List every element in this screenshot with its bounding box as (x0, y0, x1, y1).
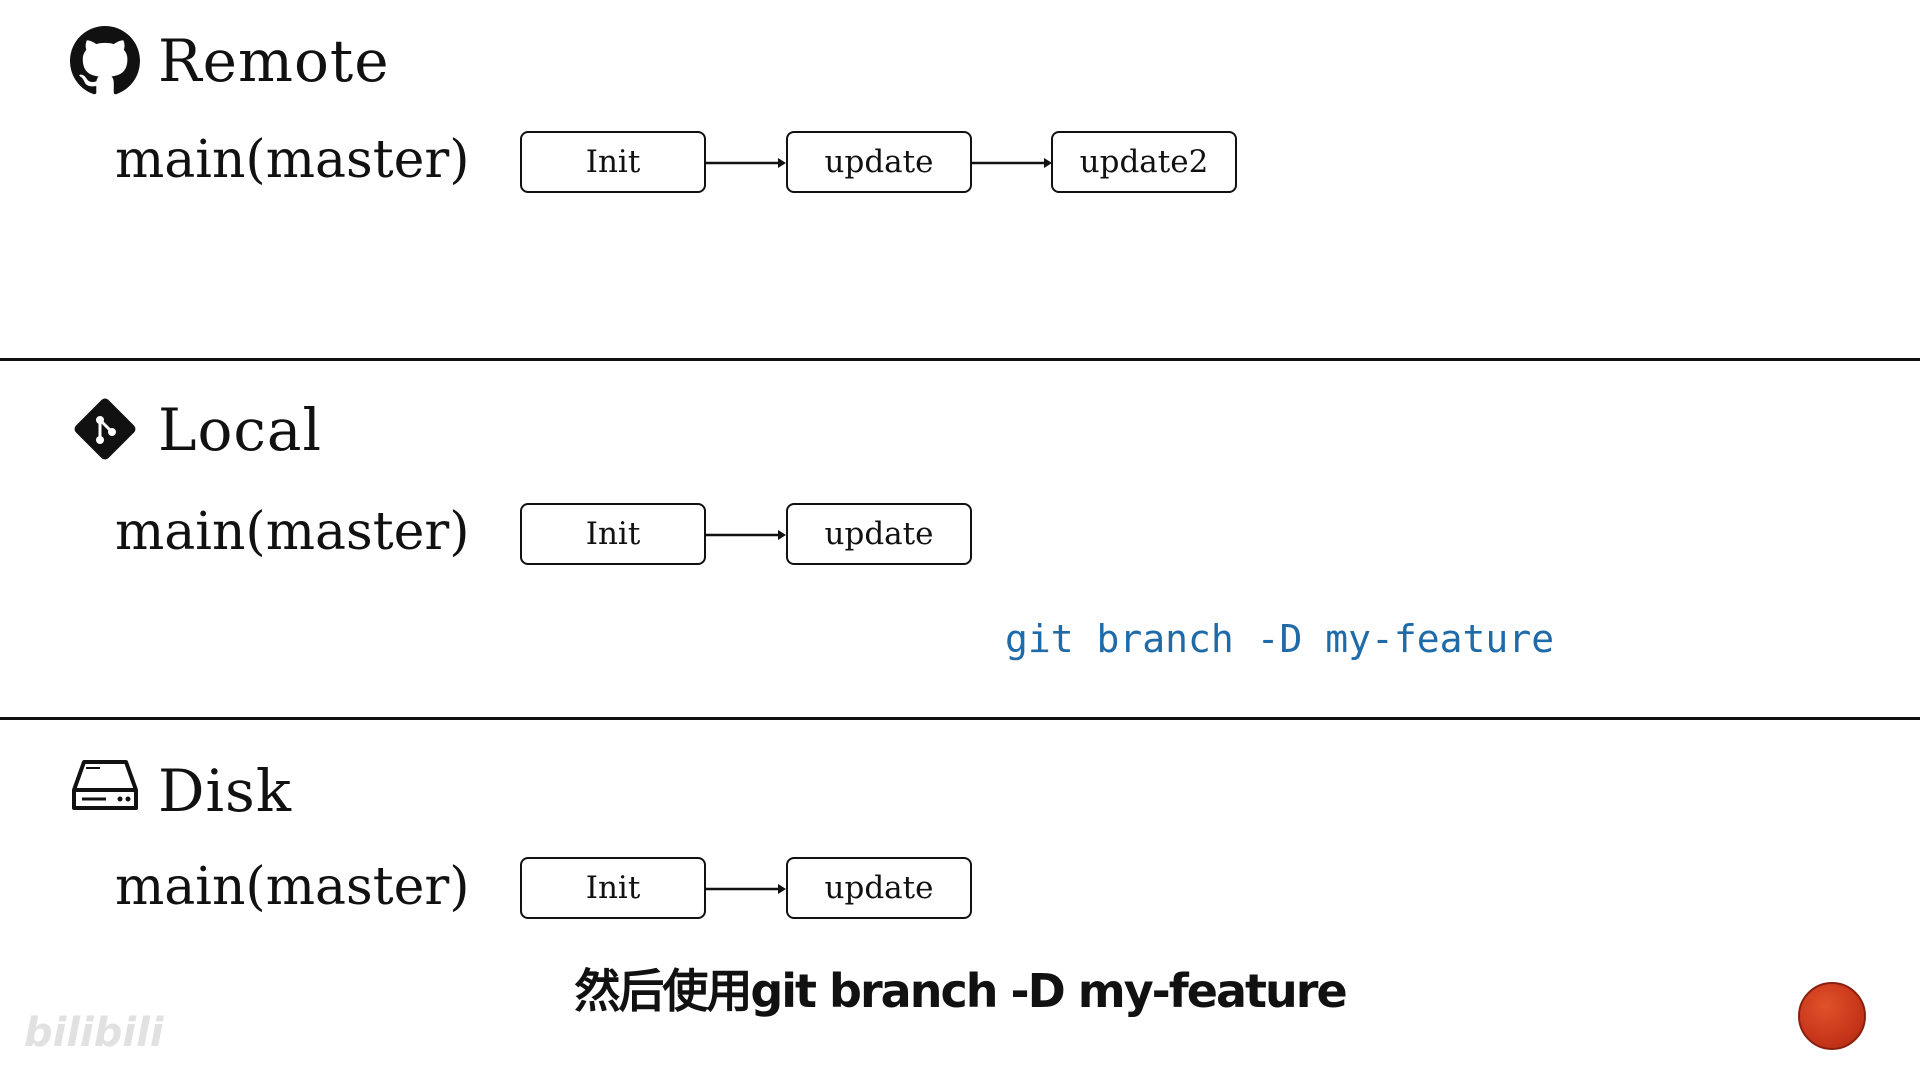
remote-branch-label: main(master) (115, 130, 470, 190)
disk-commit-update: update (786, 857, 972, 919)
bilibili-watermark: bilibili (24, 1010, 164, 1056)
divider-local-disk (0, 717, 1920, 720)
git-icon (70, 394, 140, 464)
remote-arrow-2 (972, 158, 1052, 168)
divider-remote-local (0, 358, 1920, 361)
remote-commit-update: update (786, 131, 972, 193)
video-subtitle: 然后使用git branch -D my-feature (574, 964, 1347, 1018)
github-icon (70, 26, 140, 96)
remote-arrow-1 (706, 158, 786, 168)
disk-arrow-1 (706, 884, 786, 894)
local-title: Local (158, 396, 323, 464)
remote-title: Remote (158, 27, 390, 95)
record-indicator[interactable] (1798, 982, 1866, 1050)
local-branch-label: main(master) (115, 502, 470, 562)
local-arrow-1 (706, 530, 786, 540)
git-branch-delete-command: git branch -D my-feature (1005, 617, 1555, 661)
remote-commit-update2: update2 (1051, 131, 1237, 193)
disk-drive-icon (70, 756, 140, 816)
disk-title: Disk (158, 757, 292, 825)
disk-commit-init: Init (520, 857, 706, 919)
remote-commit-init: Init (520, 131, 706, 193)
local-commit-init: Init (520, 503, 706, 565)
disk-branch-label: main(master) (115, 857, 470, 917)
local-commit-update: update (786, 503, 972, 565)
